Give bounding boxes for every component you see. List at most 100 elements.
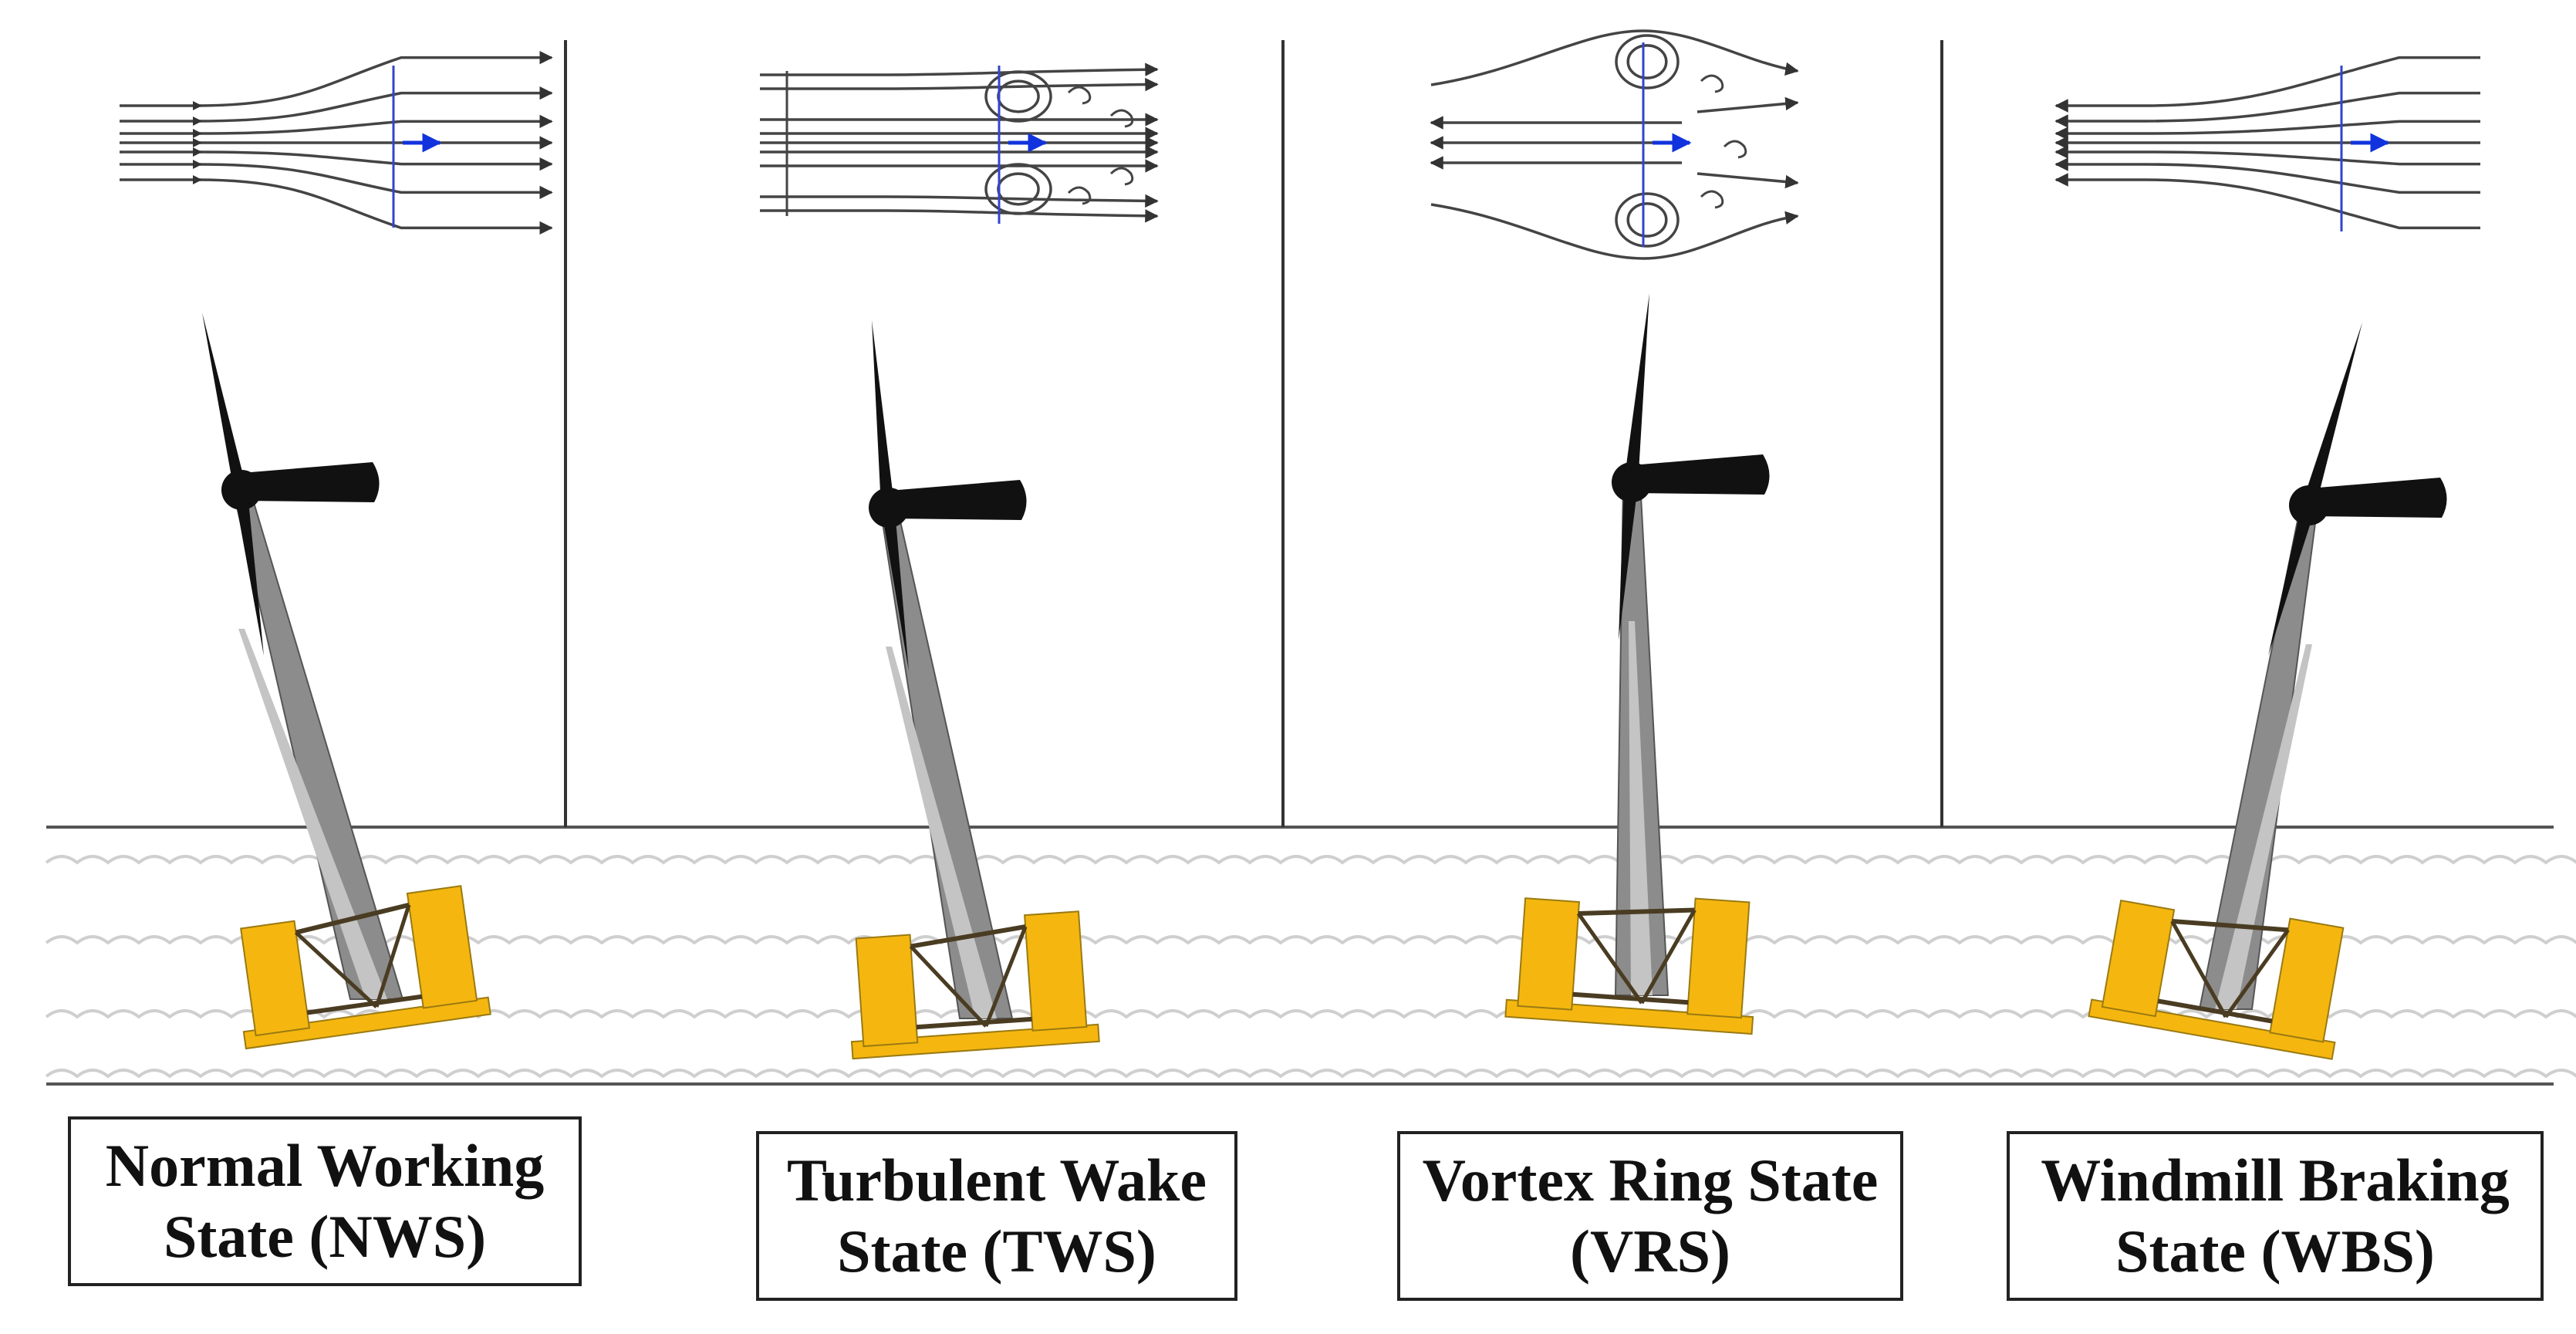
brace-diagonal (1639, 909, 1697, 1005)
rotor-blade (872, 320, 895, 511)
inflow-arrow-tick (193, 117, 202, 126)
flow-pattern-nws (120, 50, 553, 235)
column-right (406, 885, 478, 1009)
nacelle (889, 480, 1027, 520)
streamline (2054, 91, 2480, 128)
column-left (2101, 899, 2176, 1018)
wave-row (45, 1069, 2576, 1079)
brace-top (910, 924, 1026, 949)
label-tws-line1: Turbulent Wake (786, 1146, 1207, 1214)
streamline (760, 194, 1159, 208)
tower (231, 489, 404, 1000)
label-nws-line2: State (NWS) (163, 1203, 487, 1270)
brace-top (2172, 919, 2289, 933)
eddy (1700, 190, 1724, 209)
label-vrs-line1: Vortex Ring State (1422, 1146, 1879, 1214)
brace-diagonal (1576, 912, 1644, 1005)
eddy (1723, 140, 1747, 159)
eddy (1067, 186, 1092, 205)
floating-platform (2088, 899, 2345, 1060)
brace-diagonal (2223, 928, 2290, 1018)
label-wbs-line2: State (WBS) (2115, 1217, 2435, 1285)
column-right (2269, 917, 2345, 1043)
rotor-blade (1619, 482, 1638, 640)
eddy (1700, 74, 1724, 93)
streamline (2054, 120, 2480, 140)
streamline (120, 114, 553, 135)
streamline (760, 62, 1159, 76)
vortex-ring (984, 70, 1052, 123)
brace-bottom (2157, 998, 2273, 1024)
rotor-blade (2268, 505, 2315, 656)
brace-diagonal (374, 904, 411, 1008)
flow-pattern-vrs (1430, 29, 1799, 260)
streamline (2054, 56, 2480, 113)
label-tws: Turbulent Wake State (TWS) (756, 1131, 1237, 1301)
rotor-blade (881, 508, 909, 671)
pontoon (850, 1023, 1100, 1060)
inflow-arrow-tick (193, 175, 202, 184)
column-right (1686, 897, 1751, 1019)
turbine-vrs (1504, 293, 1770, 1035)
tower-highlight (1629, 621, 1653, 995)
streamline (120, 150, 553, 171)
rotor-blade (202, 312, 248, 493)
label-nws: Normal Working State (NWS) (68, 1116, 582, 1286)
wave-row (45, 855, 2576, 865)
brace-top (1578, 907, 1695, 916)
vortex-ring-inner (1626, 202, 1668, 238)
column-left (855, 934, 919, 1048)
streamline (1430, 29, 1799, 86)
turbine-tws (850, 320, 1100, 1060)
rotor-blade (2301, 323, 2362, 508)
brace-bottom (1572, 991, 1689, 1005)
brace-diagonal (909, 944, 988, 1028)
eddy (1109, 167, 1134, 186)
streamline (1697, 172, 1799, 189)
streamline (2054, 157, 2480, 194)
streamline (120, 163, 553, 200)
inflow-arrow-tick (193, 160, 202, 169)
pontoon (242, 996, 491, 1050)
label-vrs: Vortex Ring State (VRS) (1397, 1131, 1903, 1301)
nacelle (1632, 454, 1770, 495)
streamline (120, 178, 553, 235)
floating-platform (1504, 897, 1754, 1035)
eddy (1067, 86, 1092, 105)
rotor-blade (1624, 293, 1649, 485)
turbine-nws (202, 312, 491, 1050)
brace-diagonal (294, 930, 378, 1008)
inflow-arrow-tick (193, 147, 202, 157)
brace-diagonal (2170, 920, 2228, 1018)
streamline (120, 50, 553, 107)
inflow-arrow-tick (193, 138, 202, 147)
streamline (120, 86, 553, 123)
flow-pattern-wbs (2054, 56, 2480, 231)
column-left (240, 920, 311, 1037)
label-wbs-line1: Windmill Braking (2041, 1146, 2510, 1214)
label-nws-line1: Normal Working (105, 1131, 545, 1199)
floating-platform (850, 910, 1100, 1060)
tower-highlight (238, 629, 387, 999)
panel-dividers (564, 40, 1943, 827)
inflow-arrow-tick (193, 101, 202, 110)
streamline (2054, 145, 2480, 166)
brace-bottom (916, 1016, 1032, 1030)
vortex-ring (984, 163, 1052, 215)
tower-highlight (886, 647, 997, 1018)
turbine-wbs (2088, 323, 2447, 1060)
floating-platform (240, 885, 491, 1050)
streamline (1697, 96, 1799, 113)
streamline (760, 77, 1159, 92)
nacelle (241, 462, 380, 502)
streamline (1430, 203, 1799, 260)
streamline (760, 209, 1159, 223)
label-tws-line2: State (TWS) (837, 1217, 1156, 1285)
label-wbs: Windmill Braking State (WBS) (2007, 1131, 2544, 1301)
flow-pattern-tws (760, 62, 1159, 224)
label-vrs-line2: (VRS) (1570, 1217, 1730, 1285)
column-left (1517, 897, 1581, 1011)
streamline (2054, 173, 2480, 230)
brace-top (295, 902, 410, 935)
